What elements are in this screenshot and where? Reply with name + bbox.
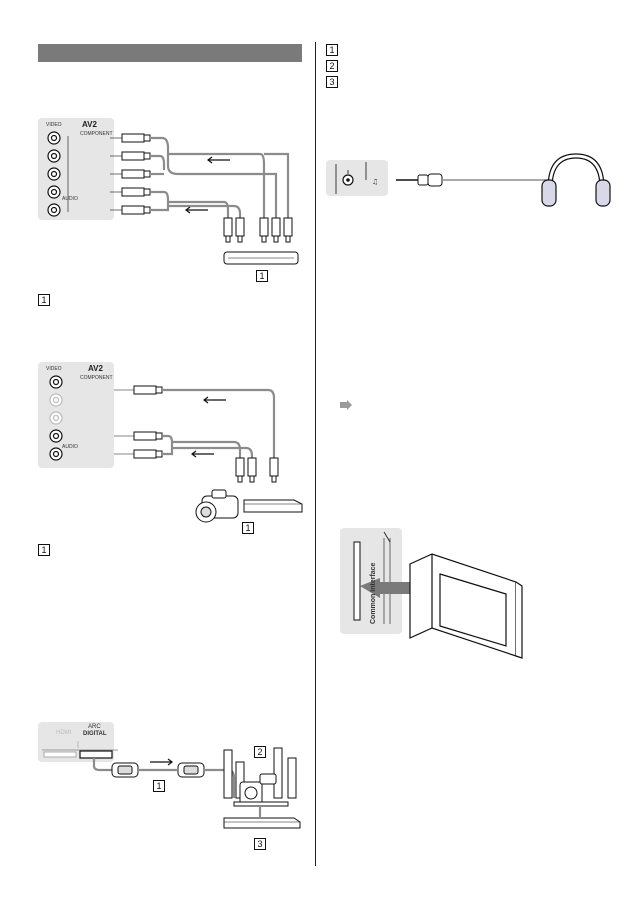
composite-wiring-svg [49,375,303,523]
section-header-bar [38,44,302,62]
note-callout-number: 1 [38,544,50,556]
legend-item-1: 1 [326,44,338,56]
note-callout-number: 1 [38,294,50,306]
callout-speakers: 2 [254,746,266,758]
headphone-connection-diagram: ♫ [326,153,611,218]
panel-audio-label: AUDIO [62,444,78,450]
svg-text:♫: ♫ [372,178,378,186]
panel-video-tab: VIDEO [46,122,62,128]
panel-digital-label: DIGITAL [83,731,107,737]
callout-number: 1 [242,522,254,534]
video-device-icon [243,499,303,513]
ci-card-svg [353,531,523,659]
panel-av2-title: AV2 [82,120,97,129]
panel-av2-title: AV2 [88,364,103,373]
headphone-plug-icon [396,173,443,187]
legend-item-3: 3 [326,76,338,88]
digital-audio-connection-diagram: HDMI ARC DIGITAL [38,722,308,854]
callout-amplifier: 3 [254,838,266,850]
callout-cable: 1 [153,780,165,792]
panel-video-tab: VIDEO [46,366,62,372]
dvd-player-icon [223,251,299,265]
legend-item-2: 2 [326,60,338,72]
panel-arc-label: ARC [88,724,101,730]
panel-component-label: COMPONENT [80,131,113,137]
insert-direction-arrow-icon [360,578,414,598]
headphone-wiring-svg: ♫ [335,153,611,207]
amplifier-icon [223,817,301,829]
panel-component-label: COMPONENT [80,375,113,381]
common-interface-label: Common Interface [370,562,377,624]
column-divider [315,42,316,866]
component-wiring-svg [47,131,299,265]
ci-slot-panel [340,528,402,634]
camcorder-icon [195,489,239,523]
panel-audio-label: AUDIO [62,196,78,202]
component-connection-diagram: VIDEO AV2 COMPONENT AUDIO [38,118,308,288]
panel-hdmi-label: HDMI [56,730,72,736]
ci-module-card-icon [409,553,523,659]
ci-card-insertion-diagram: Common Interface [340,528,526,660]
composite-connection-diagram: VIDEO AV2 COMPONENT AUDIO [38,362,308,538]
callout-number: 1 [256,270,268,282]
reference-arrow-icon [340,400,352,410]
headphones-icon [541,153,611,207]
speaker-system-icon [223,747,297,807]
digital-audio-wiring-svg [42,741,301,829]
